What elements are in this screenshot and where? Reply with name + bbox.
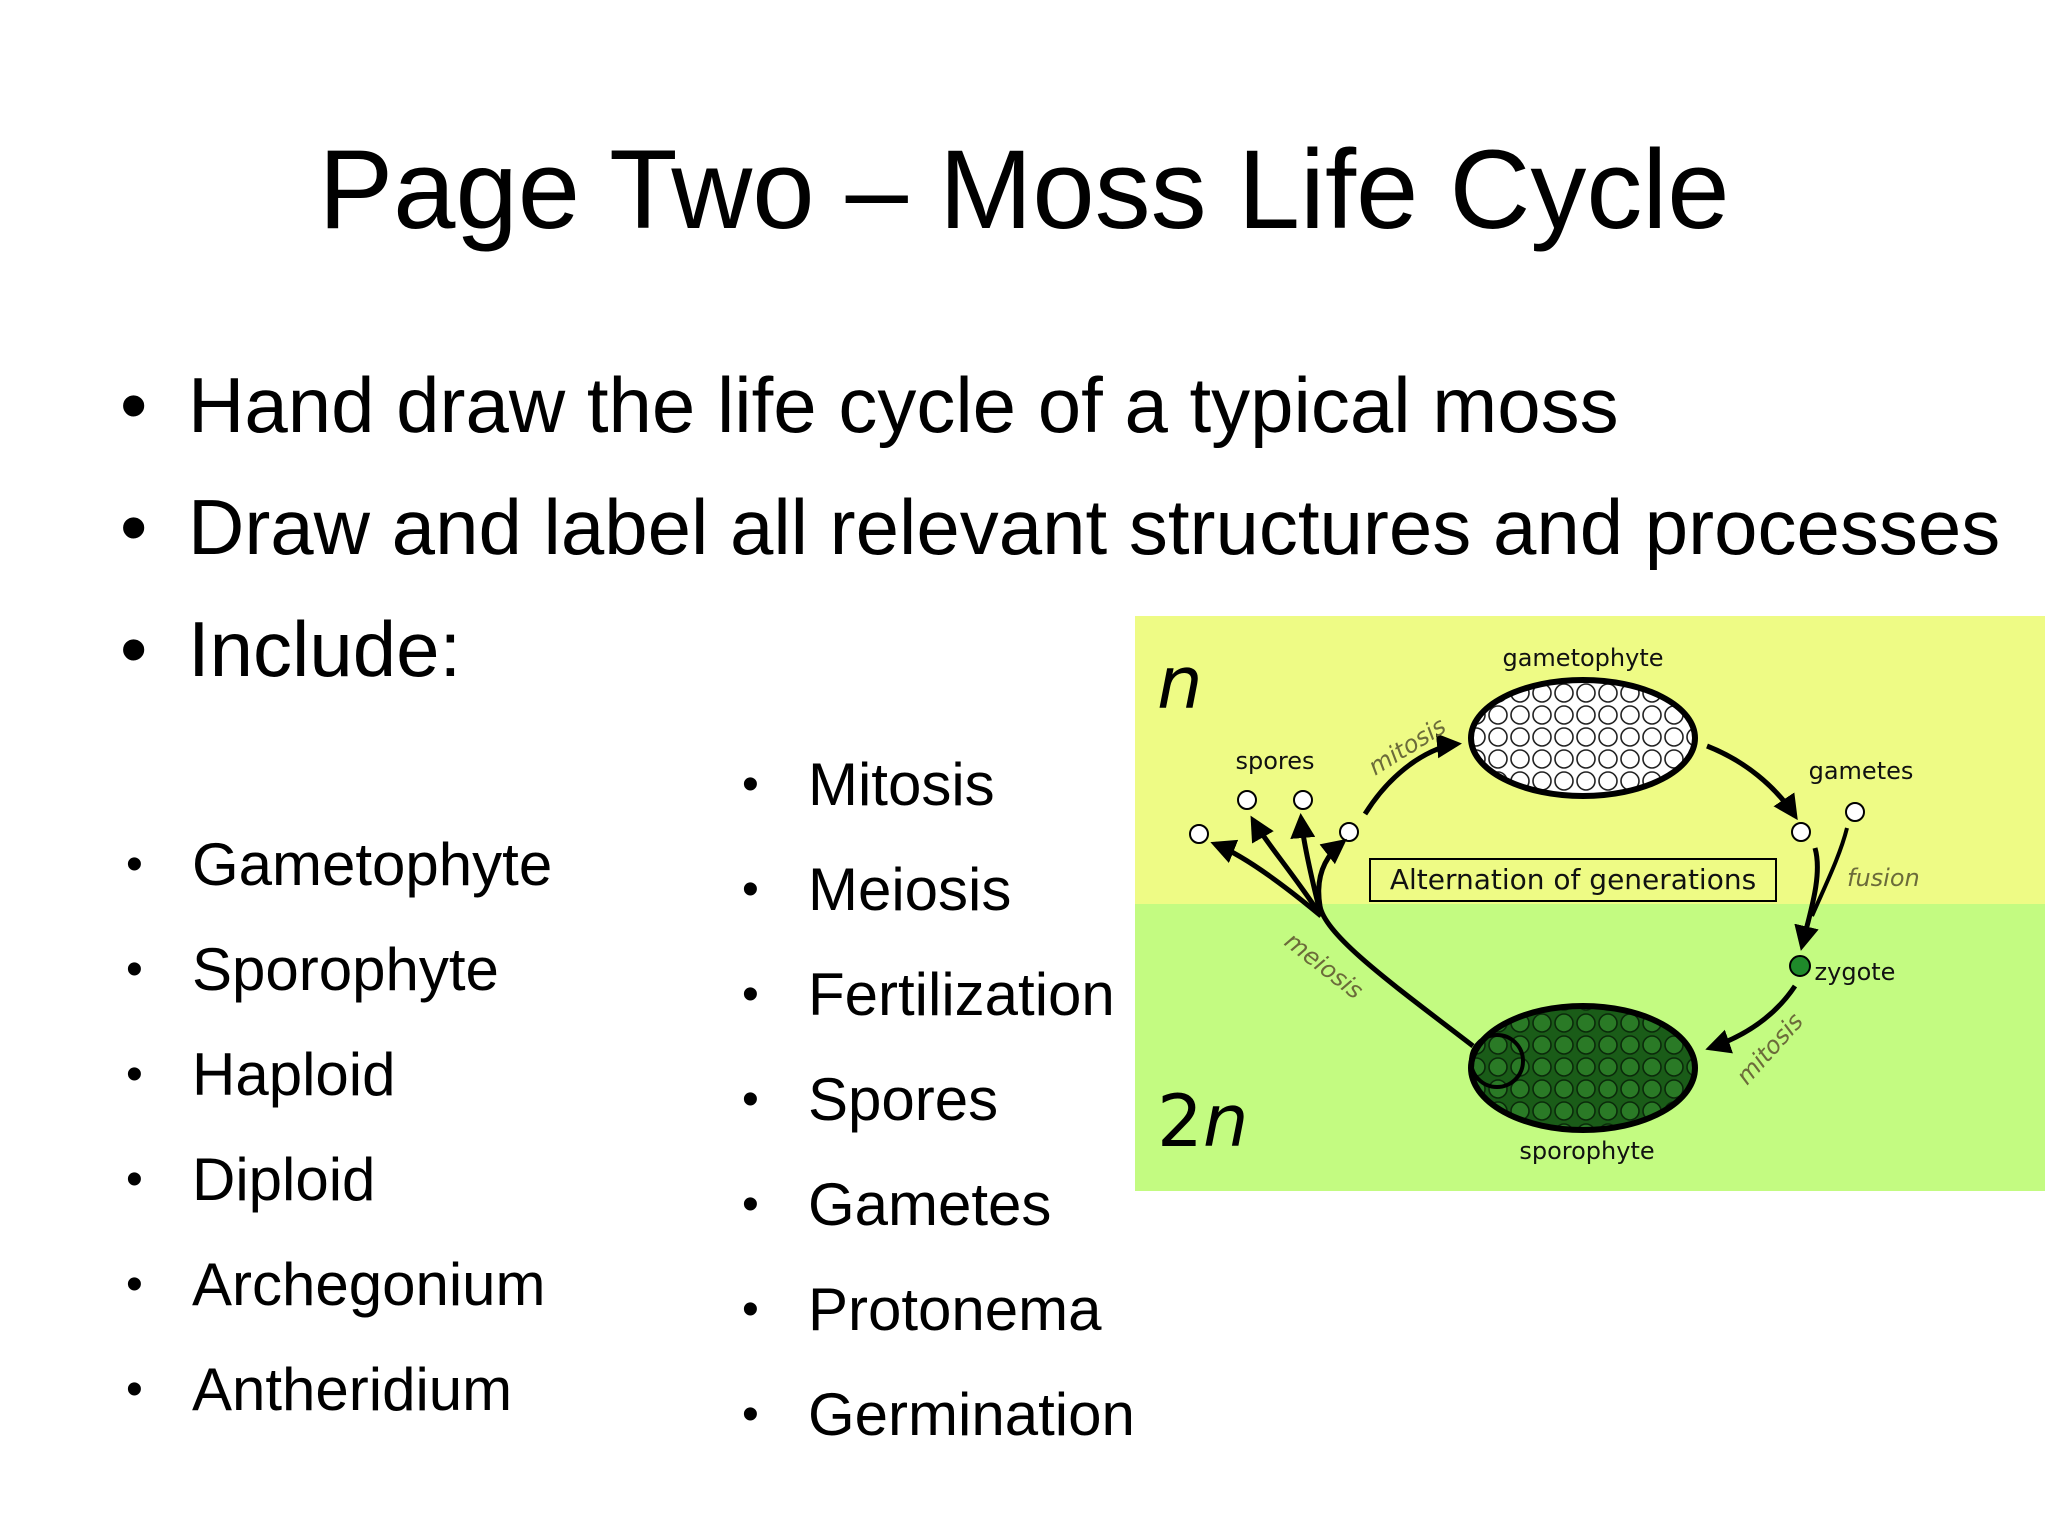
gamete bbox=[1791, 822, 1811, 842]
bullet-include: Include: bbox=[120, 594, 2000, 716]
terms-list-left: Gametophyte Sporophyte Haploid Diploid A… bbox=[126, 820, 552, 1450]
fusion-line bbox=[1810, 827, 1849, 917]
zygote bbox=[1789, 955, 1811, 977]
zygote-label: zygote bbox=[1815, 958, 1896, 986]
bullet-hand-draw: Hand draw the life cycle of a typical mo… bbox=[120, 350, 2000, 472]
term-item: Sporophyte bbox=[126, 925, 552, 1030]
moss-life-cycle-diagram: n 2n gametophyte sporophyte Alternation … bbox=[1135, 616, 2045, 1191]
gametes-label: gametes bbox=[1809, 757, 1914, 785]
term-item: Antheridium bbox=[126, 1345, 552, 1450]
spores-label: spores bbox=[1235, 747, 1314, 775]
arrow-meiosis-2 bbox=[1250, 815, 1324, 918]
term-item: Germination bbox=[742, 1370, 1135, 1475]
terms-list-right: Mitosis Meiosis Fertilization Spores Gam… bbox=[742, 740, 1135, 1475]
term-item: Gametophyte bbox=[126, 820, 552, 925]
center-label: Alternation of generations bbox=[1390, 863, 1756, 896]
arrow-fusion bbox=[1794, 847, 1820, 951]
arrow-to-gametes bbox=[1706, 743, 1798, 821]
gametophyte-ellipse bbox=[1468, 677, 1698, 799]
spore bbox=[1237, 790, 1257, 810]
arrow-meiosis-1 bbox=[1210, 839, 1323, 918]
term-item: Fertilization bbox=[742, 950, 1135, 1055]
sporophyte-ellipse bbox=[1468, 1003, 1698, 1133]
gamete bbox=[1845, 802, 1865, 822]
sporophyte-label: sporophyte bbox=[1519, 1137, 1654, 1165]
spore bbox=[1293, 790, 1313, 810]
spore bbox=[1339, 822, 1359, 842]
spore bbox=[1189, 824, 1209, 844]
term-item: Haploid bbox=[126, 1030, 552, 1135]
slide-title: Page Two – Moss Life Cycle bbox=[318, 127, 1730, 252]
gametophyte-label: gametophyte bbox=[1502, 644, 1663, 672]
term-item: Archegonium bbox=[126, 1240, 552, 1345]
center-label-box bbox=[1369, 858, 1777, 902]
diagram-svg: n 2n gametophyte sporophyte Alternation … bbox=[1135, 616, 2045, 1191]
arrow-meiosis-main bbox=[1316, 838, 1475, 1048]
term-item: Meiosis bbox=[742, 845, 1135, 950]
term-item: Diploid bbox=[126, 1135, 552, 1240]
bullet-draw-label: Draw and label all relevant structures a… bbox=[120, 472, 2000, 594]
haploid-label: n bbox=[1157, 641, 1203, 725]
term-item: Gametes bbox=[742, 1160, 1135, 1265]
main-bullet-list: Hand draw the life cycle of a typical mo… bbox=[120, 350, 2000, 716]
diploid-label: 2n bbox=[1157, 1079, 1248, 1163]
capsule-ring bbox=[1469, 1033, 1525, 1089]
arrow-mitosis-bottom bbox=[1705, 984, 1798, 1054]
term-item: Spores bbox=[742, 1055, 1135, 1160]
fusion-label: fusion bbox=[1847, 864, 1920, 892]
arrow-mitosis-top bbox=[1362, 733, 1462, 816]
arrow-meiosis-3 bbox=[1290, 813, 1324, 917]
term-item: Protonema bbox=[742, 1265, 1135, 1370]
term-item: Mitosis bbox=[742, 740, 1135, 845]
